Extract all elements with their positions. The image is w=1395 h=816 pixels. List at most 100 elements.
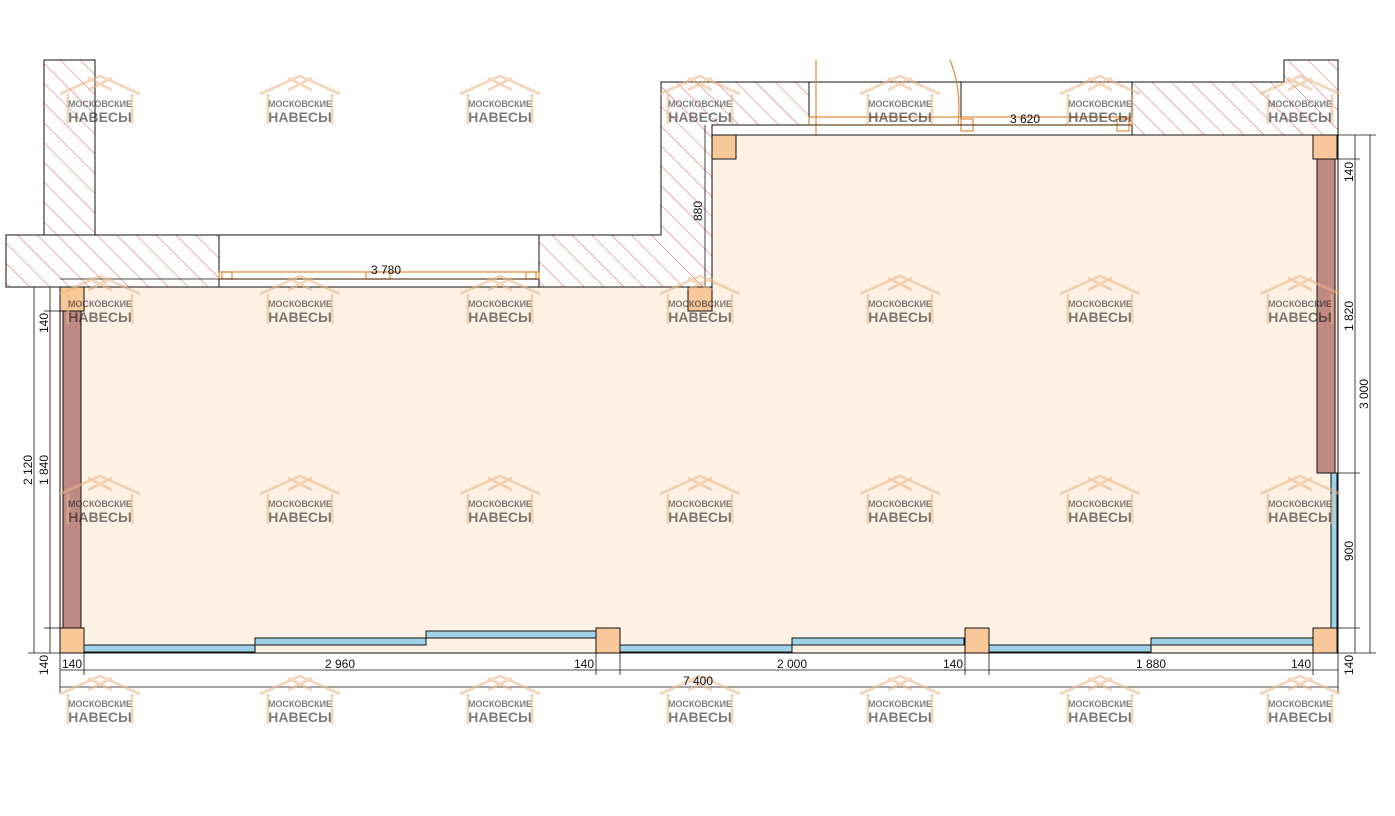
- watermark-line2: НАВЕСЫ: [868, 709, 932, 725]
- watermark-line1: МОСКОВСКИЕ: [868, 499, 932, 509]
- watermark-line1: МОСКОВСКИЕ: [1268, 299, 1332, 309]
- watermark-line1: МОСКОВСКИЕ: [1068, 499, 1132, 509]
- watermark-line1: МОСКОВСКИЕ: [268, 699, 332, 709]
- watermark-line2: НАВЕСЫ: [1268, 309, 1332, 325]
- watermark-line2: НАВЕСЫ: [468, 509, 532, 525]
- watermark-line2: НАВЕСЫ: [1268, 509, 1332, 525]
- wall-left-vertical: [43, 59, 96, 236]
- dim-right-glass: 900: [1342, 541, 1356, 561]
- watermark-line2: НАВЕСЫ: [868, 309, 932, 325]
- watermark-line2: НАВЕСЫ: [668, 709, 732, 725]
- dimension-labels: 140 2 960 140 2 000 140 1 880 140 7 400 …: [21, 112, 1371, 688]
- watermark-line2: НАВЕСЫ: [1068, 509, 1132, 525]
- dim-right-top: 140: [1342, 162, 1356, 182]
- posts: [59, 134, 1338, 654]
- watermark-line1: МОСКОВСКИЕ: [868, 699, 932, 709]
- dim-left-bottom: 140: [37, 655, 51, 675]
- glass-bottom-5: [791, 637, 965, 646]
- dim-right-mid: 1 820: [1342, 301, 1356, 331]
- watermark-line2: НАВЕСЫ: [1268, 109, 1332, 125]
- watermark-line1: МОСКОВСКИЕ: [1268, 99, 1332, 109]
- dim-bottom-seg-3: 140: [574, 657, 594, 671]
- watermark-line1: МОСКОВСКИЕ: [68, 699, 132, 709]
- watermark-line1: МОСКОВСКИЕ: [468, 99, 532, 109]
- watermark-line2: НАВЕСЫ: [1068, 309, 1132, 325]
- watermark-line2: НАВЕСЫ: [668, 309, 732, 325]
- dim-left-inner: 1 840: [37, 455, 51, 485]
- watermark-line1: МОСКОВСКИЕ: [1068, 699, 1132, 709]
- glass-bottom-7: [1150, 637, 1314, 646]
- dim-right-total: 3 000: [1357, 379, 1371, 409]
- watermark-line1: МОСКОВСКИЕ: [668, 299, 732, 309]
- watermark-line2: НАВЕСЫ: [68, 309, 132, 325]
- watermark-line1: МОСКОВСКИЕ: [468, 499, 532, 509]
- watermark-line2: НАВЕСЫ: [1068, 109, 1132, 125]
- watermark-line2: НАВЕСЫ: [268, 509, 332, 525]
- watermark-line2: НАВЕСЫ: [868, 109, 932, 125]
- watermark-line1: МОСКОВСКИЕ: [1268, 699, 1332, 709]
- watermark-line1: МОСКОВСКИЕ: [668, 499, 732, 509]
- dim-bottom-seg-2: 2 960: [325, 657, 355, 671]
- watermark-line1: МОСКОВСКИЕ: [668, 99, 732, 109]
- floor-area: [60, 135, 1338, 653]
- existing-walls: [5, 59, 1339, 288]
- watermark-line1: МОСКОВСКИЕ: [268, 499, 332, 509]
- post: [59, 286, 85, 312]
- post: [1312, 134, 1338, 160]
- watermark-line2: НАВЕСЫ: [668, 109, 732, 125]
- dim-bottom-total: 7 400: [683, 674, 713, 688]
- watermark-line2: НАВЕСЫ: [1068, 709, 1132, 725]
- watermark-line1: МОСКОВСКИЕ: [268, 299, 332, 309]
- watermark-line2: НАВЕСЫ: [268, 709, 332, 725]
- watermark-line1: МОСКОВСКИЕ: [868, 99, 932, 109]
- dim-right-bottom: 140: [1342, 655, 1356, 675]
- glass-bottom-3: [425, 630, 598, 639]
- watermark-line1: МОСКОВСКИЕ: [68, 499, 132, 509]
- post: [711, 134, 737, 160]
- glazing: [83, 472, 1338, 653]
- dim-lower-opening: 3 780: [371, 263, 401, 277]
- watermark-line1: МОСКОВСКИЕ: [68, 299, 132, 309]
- dim-bottom-seg-6: 1 880: [1136, 657, 1166, 671]
- dim-bottom-seg-7: 140: [1291, 657, 1311, 671]
- watermark-line1: МОСКОВСКИЕ: [868, 299, 932, 309]
- watermark-line2: НАВЕСЫ: [268, 109, 332, 125]
- dim-bottom-seg-1: 140: [62, 657, 82, 671]
- watermark-line2: НАВЕСЫ: [1268, 709, 1332, 725]
- post: [59, 627, 85, 654]
- glass-bottom-4: [619, 644, 793, 653]
- glass-bottom-2: [254, 637, 427, 646]
- post: [964, 627, 990, 654]
- watermark-line1: МОСКОВСКИЕ: [1268, 499, 1332, 509]
- panel-left: [62, 310, 82, 630]
- watermark-line2: НАВЕСЫ: [468, 709, 532, 725]
- glass-bottom-6: [988, 644, 1152, 653]
- watermark-line1: МОСКОВСКИЕ: [668, 699, 732, 709]
- dim-left-top: 140: [37, 313, 51, 333]
- watermark-layer: МОСКОВСКИЕНАВЕСЫМОСКОВСКИЕНАВЕСЫМОСКОВСК…: [59, 74, 1341, 725]
- dim-bottom-seg-5: 140: [943, 657, 963, 671]
